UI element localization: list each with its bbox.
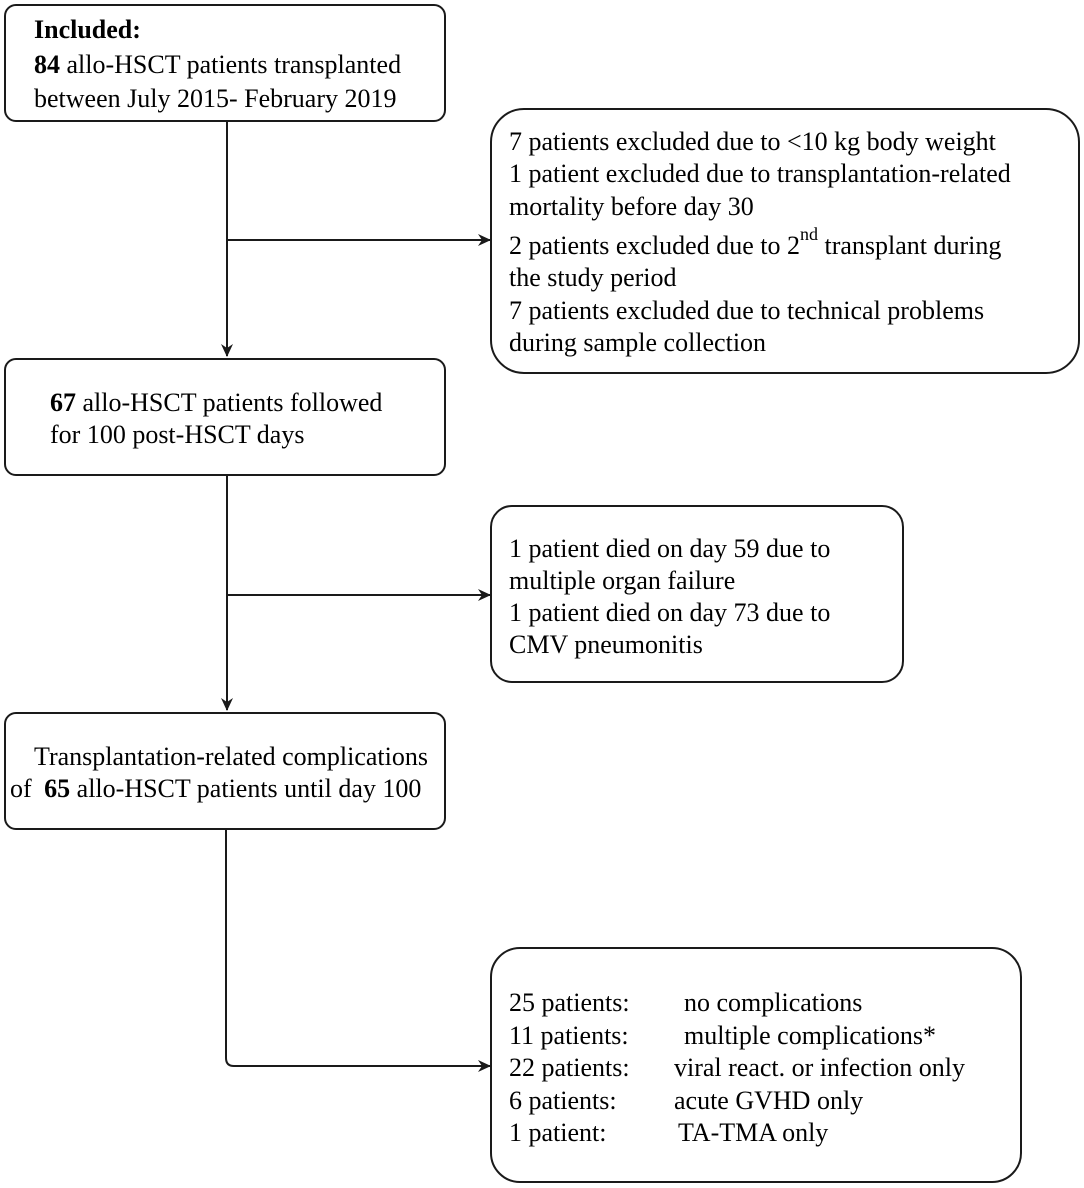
complications-line-2: of 65 allo-HSCT patients until day 100 <box>10 773 421 805</box>
died-line-3: 1 patient died on day 73 due to <box>509 598 831 627</box>
died-box: 1 patient died on day 59 due to multiple… <box>490 505 904 683</box>
outcome-label: 6 patients: <box>509 1086 617 1115</box>
excluded-line-3: mortality before day 30 <box>509 192 754 221</box>
outcome-value: no complications <box>684 988 863 1017</box>
excluded-line-7: during sample collection <box>509 328 767 357</box>
outcome-value: viral react. or infection only <box>674 1053 965 1082</box>
excluded-line-4-superscript: nd <box>799 224 818 245</box>
outcome-value: multiple complications* <box>684 1021 937 1050</box>
outcome-label: 22 patients: <box>509 1053 630 1082</box>
included-count: 84 <box>34 50 60 79</box>
included-line-1-text: allo-HSCT patients transplanted <box>60 50 402 79</box>
included-box: Included: 84 allo-HSCT patients transpla… <box>4 4 446 122</box>
followed-line-1: 67 allo-HSCT patients followed <box>50 387 382 419</box>
excluded-box: 7 patients excluded due to <10 kg body w… <box>490 108 1080 374</box>
followed-line-2: for 100 post-HSCT days <box>50 420 305 449</box>
excluded-line-6: 7 patients excluded due to technical pro… <box>509 296 985 325</box>
complications-line-1: Transplantation-related complications <box>34 742 428 771</box>
died-line-2: multiple organ failure <box>509 566 736 595</box>
excluded-line-2: 1 patient excluded due to transplantatio… <box>509 159 1011 188</box>
excluded-line-4-pre: 2 patients excluded due to 2 <box>509 231 800 260</box>
complications-box: Transplantation-related complications of… <box>4 712 446 830</box>
outcome-label: 11 patients: <box>509 1021 629 1050</box>
excluded-line-4: 2 patients excluded due to 2nd transplan… <box>509 225 1002 262</box>
excluded-line-5: the study period <box>509 263 677 292</box>
complications-line-2-post: allo-HSCT patients until day 100 <box>70 774 422 803</box>
followed-box: 67 allo-HSCT patients followed for 100 p… <box>4 358 446 476</box>
died-line-4: CMV pneumonitis <box>509 630 703 659</box>
outcome-label: 1 patient: <box>509 1118 607 1147</box>
outcome-value: TA-TMA only <box>678 1118 829 1147</box>
followed-count: 67 <box>50 388 76 417</box>
followed-line-1-text: allo-HSCT patients followed <box>76 388 383 417</box>
excluded-line-4-post: transplant during <box>817 231 1002 260</box>
complications-count: 65 <box>44 774 71 803</box>
outcomes-box: 25 patients: no complications 11 patient… <box>490 947 1022 1183</box>
included-heading: Included: <box>34 15 141 44</box>
outcome-label: 25 patients: <box>509 988 630 1017</box>
outcome-value: acute GVHD only <box>674 1086 864 1115</box>
included-line-2: between July 2015- February 2019 <box>34 84 397 113</box>
excluded-line-1: 7 patients excluded due to <10 kg body w… <box>509 127 996 156</box>
arrow-complications-to-outcomes <box>225 830 491 1072</box>
included-line-1: 84 allo-HSCT patients transplanted <box>34 49 401 81</box>
died-line-1: 1 patient died on day 59 due to <box>509 534 831 563</box>
complications-line-2-pre: of <box>10 774 39 803</box>
